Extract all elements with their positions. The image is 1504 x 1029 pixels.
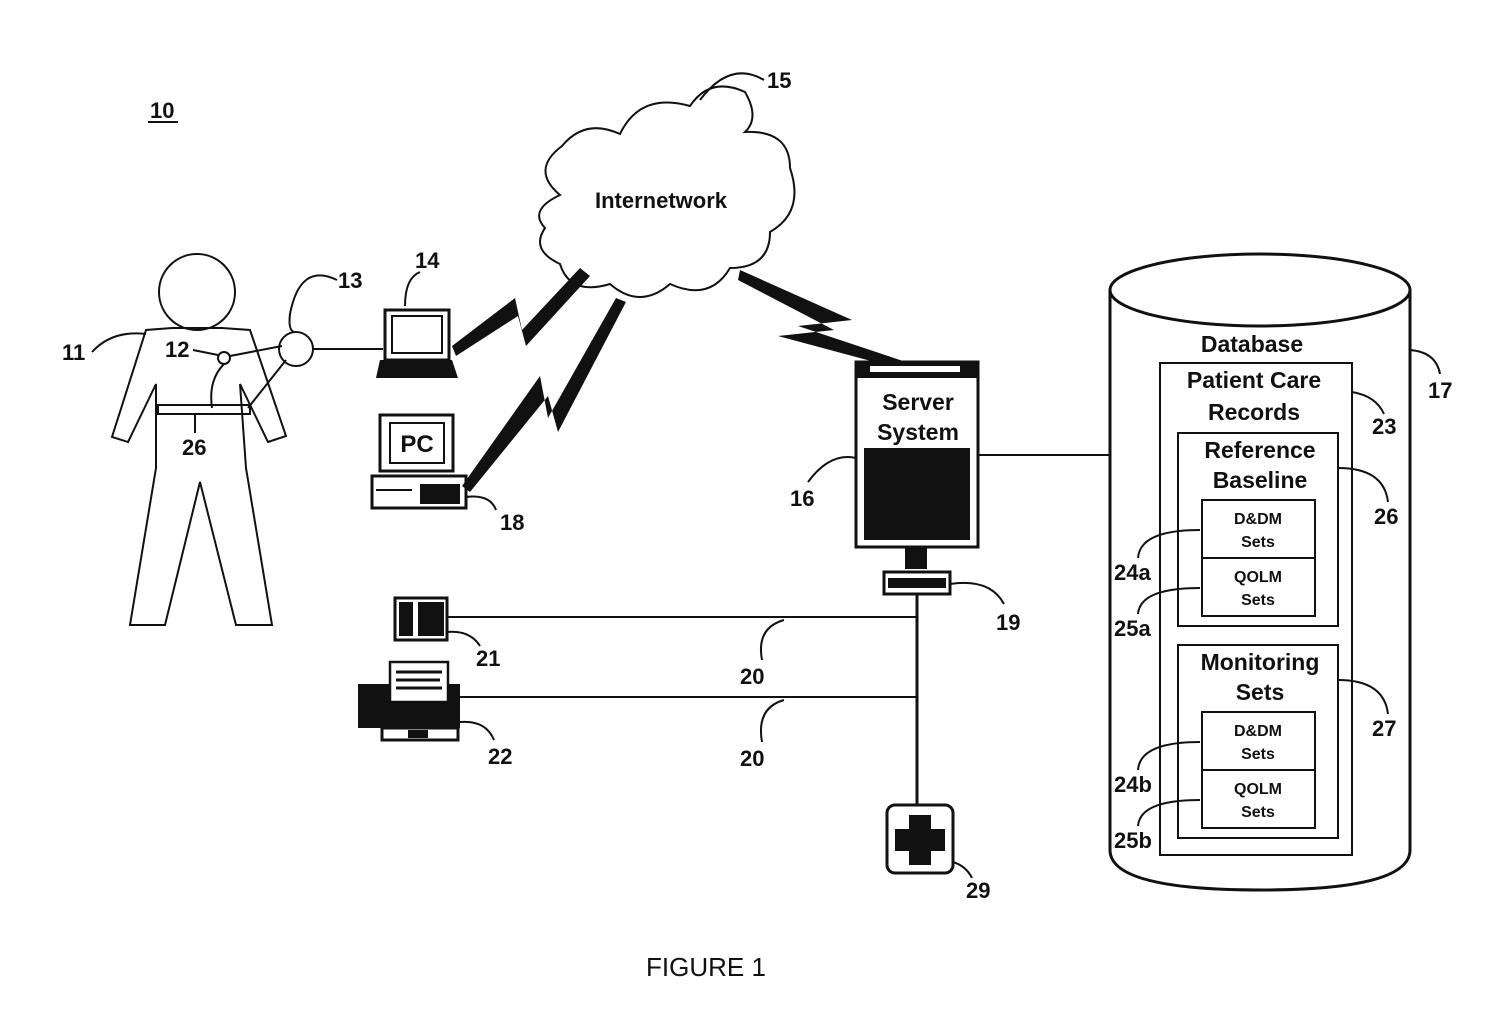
fax-icon (358, 662, 460, 740)
dm-sets-b-line1: D&DM (1234, 723, 1282, 740)
patient-belt (158, 405, 250, 414)
qolm-sets-a-line1: QOLM (1234, 569, 1282, 586)
ref-database: 17 (1428, 378, 1452, 403)
server-label-line2: System (877, 419, 959, 445)
phone-icon (395, 598, 447, 640)
sensor-icon (218, 352, 230, 364)
ref-dm-sets-b: 24b (1114, 772, 1152, 797)
leader-database (1410, 350, 1440, 374)
qolm-sets-b-line1: QOLM (1234, 781, 1282, 798)
records-label-line1: Patient Care (1187, 367, 1321, 393)
system-number: 10 (150, 98, 174, 123)
sensor-lead (211, 364, 224, 408)
hospital-icon (887, 805, 953, 873)
ref-monitor: 13 (338, 268, 362, 293)
leader-sensor (193, 350, 218, 355)
ref-network-link-b: 20 (740, 746, 764, 771)
ref-monitoring: 27 (1372, 716, 1396, 741)
wireless-link-laptop (452, 268, 590, 356)
ref-fax: 22 (488, 744, 512, 769)
ref-belt: 26 (182, 435, 206, 460)
leader-server (808, 457, 856, 482)
qolm-sets-a-line2: Sets (1241, 592, 1275, 609)
baseline-label-line2: Baseline (1213, 467, 1308, 493)
dm-sets-a-line2: Sets (1241, 534, 1275, 551)
ref-pc: 18 (500, 510, 524, 535)
ref-internetwork: 15 (767, 68, 791, 93)
leader-pc (466, 497, 496, 510)
ref-records: 23 (1372, 414, 1396, 439)
ref-dm-sets-a: 24a (1114, 560, 1151, 585)
database-label: Database (1201, 331, 1303, 357)
leader-laptop (405, 272, 420, 306)
ref-qolm-sets-a: 25a (1114, 616, 1151, 641)
laptop-icon (376, 310, 458, 378)
ref-server: 16 (790, 486, 814, 511)
ref-laptop: 14 (415, 248, 440, 273)
leader-network-link-b (761, 700, 784, 742)
dm-sets-b-line2: Sets (1241, 746, 1275, 763)
belt-wire (248, 360, 286, 408)
leader-phone (447, 632, 480, 646)
ref-baseline: 26 (1374, 504, 1398, 529)
records-label-line2: Records (1208, 399, 1300, 425)
ref-network-link-a: 20 (740, 664, 764, 689)
server-label-line1: Server (882, 389, 954, 415)
pc-icon (372, 415, 466, 508)
dm-sets-a-line1: D&DM (1234, 511, 1282, 528)
ref-hospital: 29 (966, 878, 990, 903)
wireless-link-server (738, 270, 918, 372)
figure-caption: FIGURE 1 (646, 952, 766, 982)
ref-sensor: 12 (165, 337, 189, 362)
leader-network-link-a (761, 620, 784, 660)
leader-fax (460, 722, 494, 740)
ref-terminal: 19 (996, 610, 1020, 635)
baseline-label-line1: Reference (1204, 437, 1315, 463)
leader-monitor (290, 275, 338, 332)
leader-hospital (953, 862, 972, 878)
patient-head (159, 254, 235, 330)
qolm-sets-b-line2: Sets (1241, 804, 1275, 821)
internetwork-label: Internetwork (595, 188, 728, 213)
monitoring-label-line2: Sets (1236, 679, 1285, 705)
monitor-icon (279, 332, 313, 366)
patient-body (112, 328, 286, 625)
pc-label: PC (400, 431, 433, 458)
ref-phone: 21 (476, 646, 500, 671)
ref-patient: 11 (62, 340, 85, 365)
ref-qolm-sets-b: 25b (1114, 828, 1152, 853)
leader-patient (92, 333, 146, 352)
monitoring-label-line1: Monitoring (1201, 649, 1320, 675)
leader-terminal (950, 583, 1004, 604)
